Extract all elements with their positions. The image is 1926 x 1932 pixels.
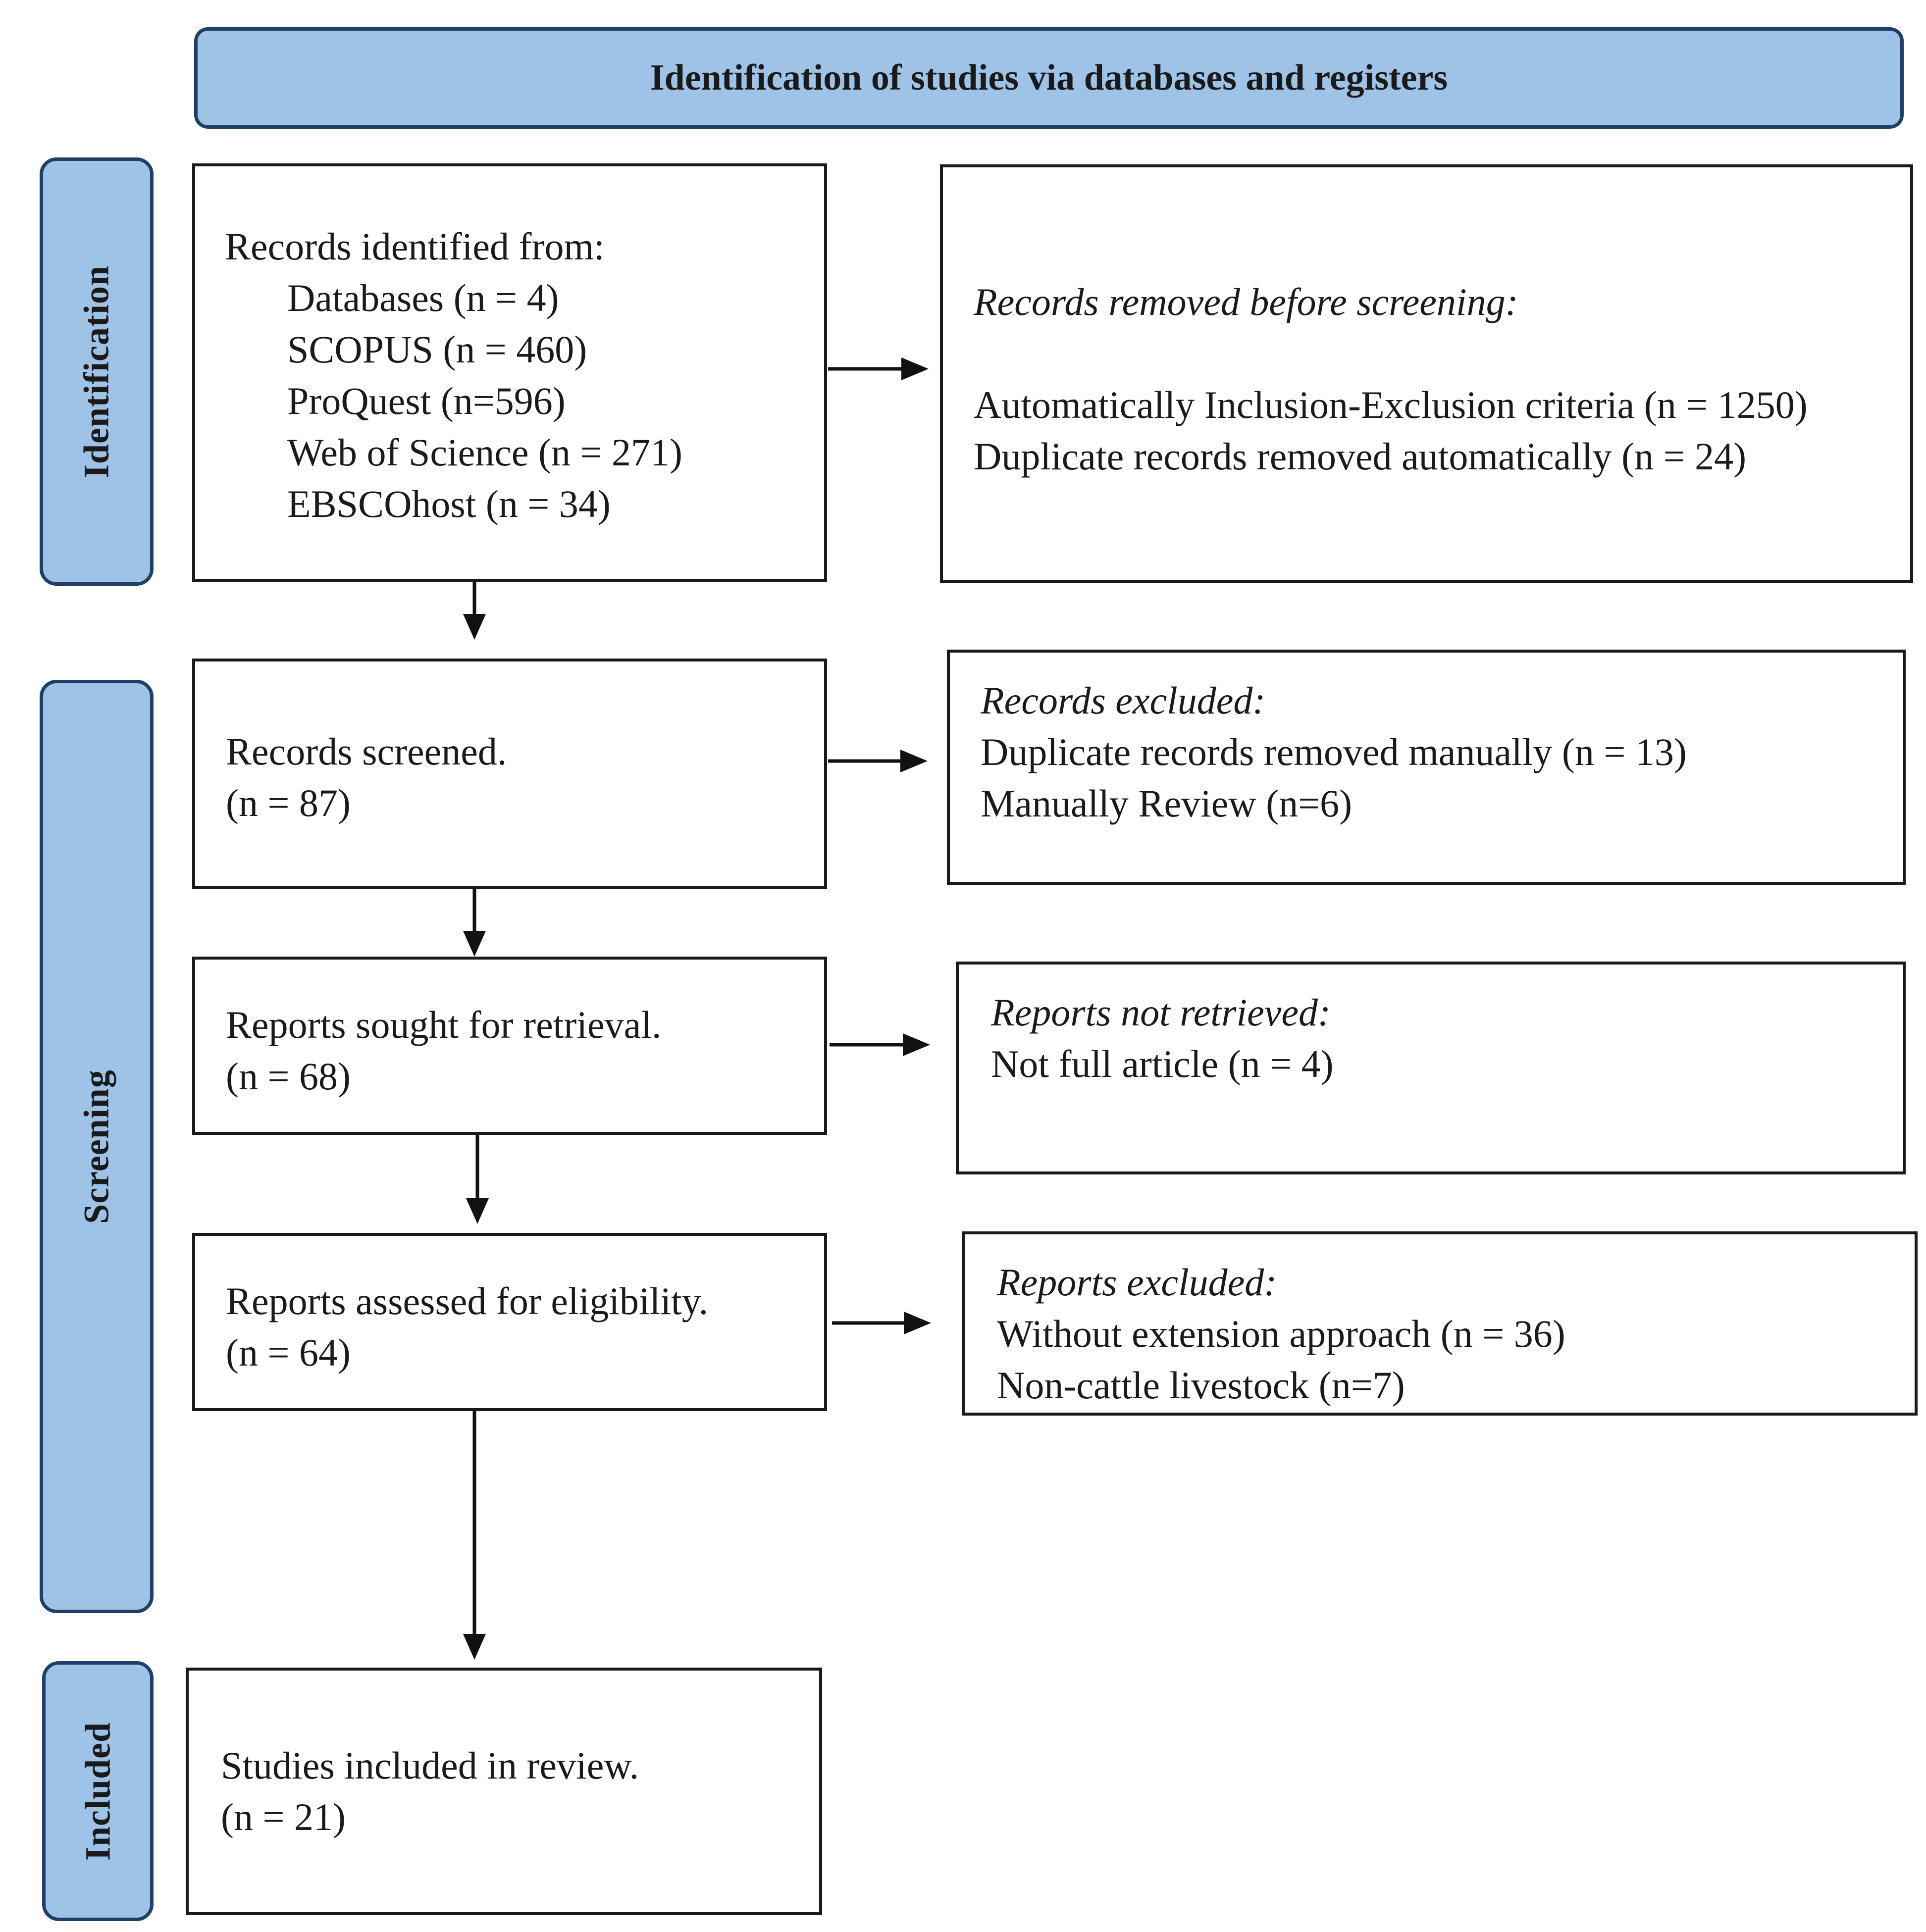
records-excluded-text: Records excluded: Duplicate records remo…	[981, 675, 1687, 829]
phase-included: Included	[42, 1661, 154, 1921]
arrow-right-head	[900, 750, 928, 772]
reports-sought-text: Reports sought for retrieval. (n = 68)	[226, 999, 661, 1102]
reports-not-retrieved-box: Reports not retrieved: Not full article …	[956, 962, 1906, 1174]
not-retrieved-line: Not full article (n = 4)	[991, 1042, 1334, 1085]
header-title: Identification of studies via databases …	[650, 57, 1448, 98]
reports-not-retrieved-heading: Reports not retrieved:	[991, 991, 1331, 1034]
reports-assessed-label: Reports assessed for eligibility.	[226, 1279, 709, 1322]
records-identified-heading: Records identified from:	[225, 225, 605, 268]
arrow-down-head	[463, 931, 486, 957]
reports-assessed-box: Reports assessed for eligibility. (n = 6…	[192, 1233, 827, 1411]
studies-included-box: Studies included in review. (n = 21)	[186, 1668, 822, 1915]
reports-excluded-heading: Reports excluded:	[997, 1261, 1277, 1304]
reports-sought-label: Reports sought for retrieval.	[226, 1003, 662, 1046]
removed-line: Duplicate records removed automatically …	[974, 435, 1747, 478]
reports-excluded-line: Non-cattle livestock (n=7)	[997, 1364, 1405, 1407]
reports-assessed-count: (n = 64)	[226, 1331, 351, 1374]
reports-assessed-text: Reports assessed for eligibility. (n = 6…	[226, 1275, 708, 1378]
reports-sought-box: Reports sought for retrieval. (n = 68)	[192, 957, 827, 1135]
records-screened-count: (n = 87)	[226, 781, 351, 824]
arrow-right-head	[901, 357, 929, 380]
records-screened-text: Records screened. (n = 87)	[226, 726, 507, 829]
records-excluded-heading: Records excluded:	[981, 679, 1266, 722]
reports-excluded-line: Without extension approach (n = 36)	[997, 1312, 1565, 1355]
reports-excluded-box: Reports excluded: Without extension appr…	[962, 1231, 1918, 1416]
records-screened-label: Records screened.	[226, 730, 507, 773]
arrow-down-head	[463, 1634, 486, 1660]
source-item: ProQuest (n=596)	[287, 379, 566, 422]
records-removed-box: Records removed before screening: Automa…	[940, 164, 1913, 583]
excluded-line: Manually Review (n=6)	[981, 782, 1353, 825]
studies-included-count: (n = 21)	[221, 1795, 346, 1838]
records-identified-box: Records identified from: Databases (n = …	[192, 163, 827, 582]
reports-sought-count: (n = 68)	[226, 1055, 351, 1098]
arrow-right-head	[904, 1312, 931, 1334]
phase-screening: Screening	[40, 680, 154, 1613]
source-item: EBSCOhost (n = 34)	[287, 482, 611, 525]
source-item: SCOPUS (n = 460)	[287, 328, 587, 371]
studies-included-label: Studies included in review.	[221, 1744, 639, 1787]
arrow-down-head	[466, 1198, 489, 1224]
reports-excluded-text: Reports excluded: Without extension appr…	[997, 1257, 1565, 1411]
arrow-down-head	[463, 614, 486, 640]
records-removed-heading: Records removed before screening:	[974, 280, 1518, 323]
records-screened-box: Records screened. (n = 87)	[192, 659, 827, 889]
arrow-right-head	[903, 1033, 930, 1056]
removed-line: Automatically Inclusion-Exclusion criter…	[974, 383, 1808, 426]
phase-identification: Identification	[40, 157, 154, 586]
records-removed-text: Records removed before screening: Automa…	[974, 276, 1808, 482]
records-excluded-box: Records excluded: Duplicate records remo…	[947, 650, 1906, 885]
studies-included-text: Studies included in review. (n = 21)	[221, 1740, 639, 1843]
reports-not-retrieved-text: Reports not retrieved: Not full article …	[991, 987, 1334, 1090]
header-banner: Identification of studies via databases …	[194, 27, 1904, 129]
excluded-line: Duplicate records removed manually (n = …	[981, 730, 1687, 773]
records-identified-text: Records identified from: Databases (n = …	[225, 221, 682, 530]
source-item: Databases (n = 4)	[287, 276, 559, 319]
source-item: Web of Science (n = 271)	[287, 431, 682, 474]
